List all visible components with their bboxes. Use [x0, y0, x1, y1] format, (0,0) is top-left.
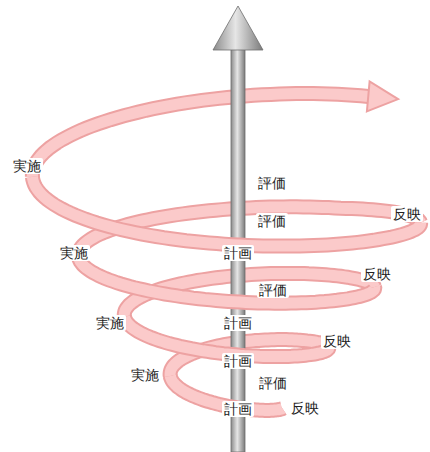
arrow-head — [367, 82, 398, 112]
stage-label: 評価 — [256, 175, 288, 191]
stage-label: 計画 — [222, 353, 254, 369]
tube-outline — [32, 177, 420, 246]
spiral-back — [32, 94, 420, 376]
stage-label: 反映 — [391, 206, 423, 222]
tube-fill — [79, 257, 375, 304]
stage-label: 計画 — [222, 315, 254, 331]
stage-label: 反映 — [289, 400, 321, 416]
spiral-front — [32, 177, 420, 411]
stage-label: 評価 — [257, 282, 289, 298]
stage-label: 評価 — [256, 213, 288, 229]
axis-arrow — [213, 6, 263, 452]
tube-outline — [32, 94, 368, 177]
stage-label: 実施 — [11, 158, 43, 174]
stage-label: 実施 — [94, 315, 126, 331]
stage-label: 評価 — [257, 375, 289, 391]
spiral-arrowhead — [367, 82, 398, 112]
tube-fill — [32, 177, 420, 246]
stage-label: 実施 — [58, 245, 90, 261]
stage-label: 反映 — [321, 333, 353, 349]
stage-label: 計画 — [222, 401, 254, 417]
stage-label: 反映 — [361, 266, 393, 282]
tube-fill — [32, 94, 368, 177]
stage-label: 実施 — [129, 367, 161, 383]
tube-outline — [79, 257, 375, 304]
stage-label: 計画 — [222, 245, 254, 261]
